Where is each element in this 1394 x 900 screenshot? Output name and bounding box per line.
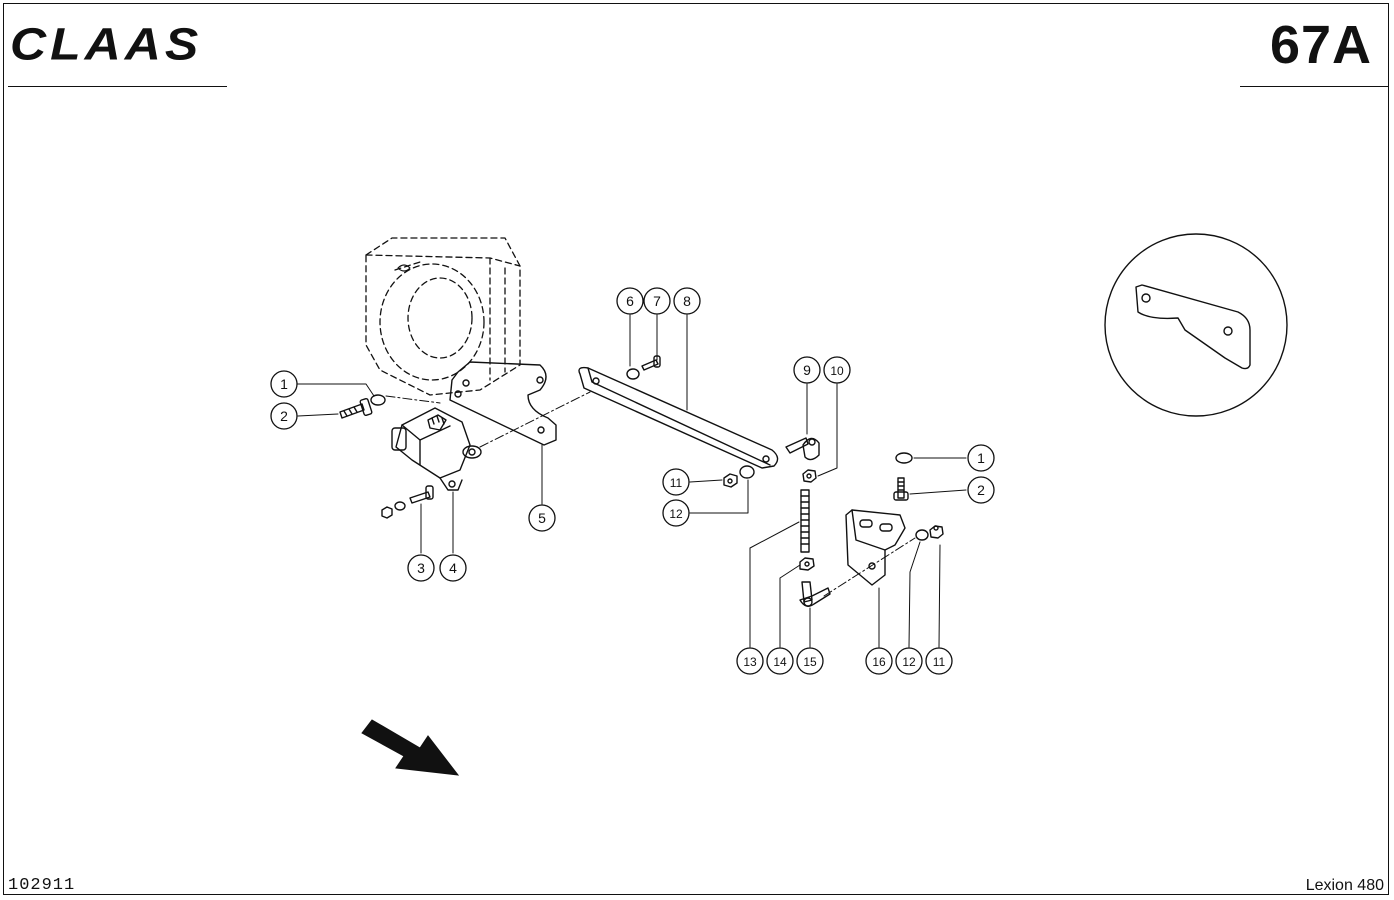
washer-12-upper — [739, 465, 755, 479]
callout-circle — [823, 356, 851, 384]
callout-circle — [270, 402, 298, 430]
callout-number: 8 — [683, 293, 691, 309]
nut-11-lower — [929, 525, 944, 539]
callout-3: 3 — [407, 554, 435, 582]
callout-circle — [925, 647, 953, 675]
washer-6 — [626, 368, 640, 380]
nut-14 — [799, 557, 815, 571]
callout-11: 11 — [925, 647, 953, 675]
callout-number: 2 — [280, 408, 288, 424]
model-name: Lexion 480 — [1305, 877, 1384, 894]
callout-number: 13 — [743, 655, 757, 669]
callout-circle — [865, 647, 893, 675]
document-number: 102911 — [8, 876, 76, 895]
header-rule-left — [8, 86, 227, 87]
callout-1: 1 — [270, 370, 298, 398]
callout-circle — [796, 647, 824, 675]
callout-7: 7 — [643, 287, 671, 315]
callout-number: 12 — [669, 507, 683, 521]
callout-number: 14 — [773, 655, 787, 669]
washer-1-left — [370, 394, 386, 406]
callout-12: 12 — [895, 647, 923, 675]
callout-number: 4 — [449, 560, 457, 576]
link-rod-8 — [578, 366, 779, 469]
callout-circle — [673, 287, 701, 315]
callout-2: 2 — [967, 476, 995, 504]
washer-1-right — [895, 452, 913, 464]
callout-circle — [662, 468, 690, 496]
page-frame — [3, 3, 1389, 895]
callout-circle — [967, 444, 995, 472]
callout-number: 5 — [538, 510, 546, 526]
detail-inset — [1104, 233, 1288, 417]
callout-9: 9 — [793, 356, 821, 384]
washer-12-lower — [915, 529, 929, 541]
position-sensor-4 — [391, 407, 482, 491]
callout-14: 14 — [766, 647, 794, 675]
callout-circle — [766, 647, 794, 675]
callout-number: 15 — [803, 655, 817, 669]
callout-number: 11 — [933, 655, 946, 669]
callout-circle — [270, 370, 298, 398]
callout-5: 5 — [528, 504, 556, 532]
callout-number: 11 — [670, 476, 683, 490]
callout-circle — [439, 554, 467, 582]
callout-circle — [528, 504, 556, 532]
header-rule-right — [1240, 86, 1388, 87]
callout-number: 3 — [417, 560, 425, 576]
callout-circle — [793, 356, 821, 384]
callout-circle — [895, 647, 923, 675]
callout-number: 2 — [977, 482, 985, 498]
screw-3 — [381, 485, 434, 519]
ball-joint-9 — [785, 437, 820, 461]
bracket-5 — [449, 361, 557, 446]
nut-11-upper — [723, 473, 738, 488]
callout-16: 16 — [865, 647, 893, 675]
callout-1: 1 — [967, 444, 995, 472]
callout-11: 11 — [662, 468, 690, 496]
callout-number: 1 — [280, 376, 288, 392]
callout-circle — [967, 476, 995, 504]
callout-circle — [736, 647, 764, 675]
bolt-2-left — [339, 397, 373, 419]
callout-10: 10 — [823, 356, 851, 384]
callout-8: 8 — [673, 287, 701, 315]
callout-6: 6 — [616, 287, 644, 315]
threaded-rod-13 — [800, 489, 810, 553]
callout-number: 10 — [830, 364, 844, 378]
callout-12: 12 — [662, 499, 690, 527]
leader-lines — [296, 314, 967, 648]
callout-number: 16 — [872, 655, 886, 669]
callout-number: 6 — [626, 293, 634, 309]
callout-4: 4 — [439, 554, 467, 582]
callout-circle — [407, 554, 435, 582]
callout-circle — [643, 287, 671, 315]
callout-number: 12 — [902, 655, 916, 669]
bolt-2-right — [893, 477, 909, 501]
callout-13: 13 — [736, 647, 764, 675]
callout-number: 9 — [803, 362, 811, 378]
nut-10 — [802, 469, 817, 483]
callout-2: 2 — [270, 402, 298, 430]
callout-circle — [616, 287, 644, 315]
callout-circle — [662, 499, 690, 527]
callout-15: 15 — [796, 647, 824, 675]
ball-joint-15 — [799, 581, 831, 607]
housing-detail-mark — [397, 264, 411, 272]
callout-number: 1 — [977, 450, 985, 466]
assembly-lines — [385, 391, 916, 597]
direction-arrow — [361, 719, 460, 776]
bracket-16 — [845, 509, 906, 586]
page-number: 67A — [1269, 15, 1372, 75]
claas-logo: CLAAS — [10, 18, 203, 70]
callout-number: 7 — [653, 293, 661, 309]
gearbox-housing-outline — [365, 237, 521, 396]
